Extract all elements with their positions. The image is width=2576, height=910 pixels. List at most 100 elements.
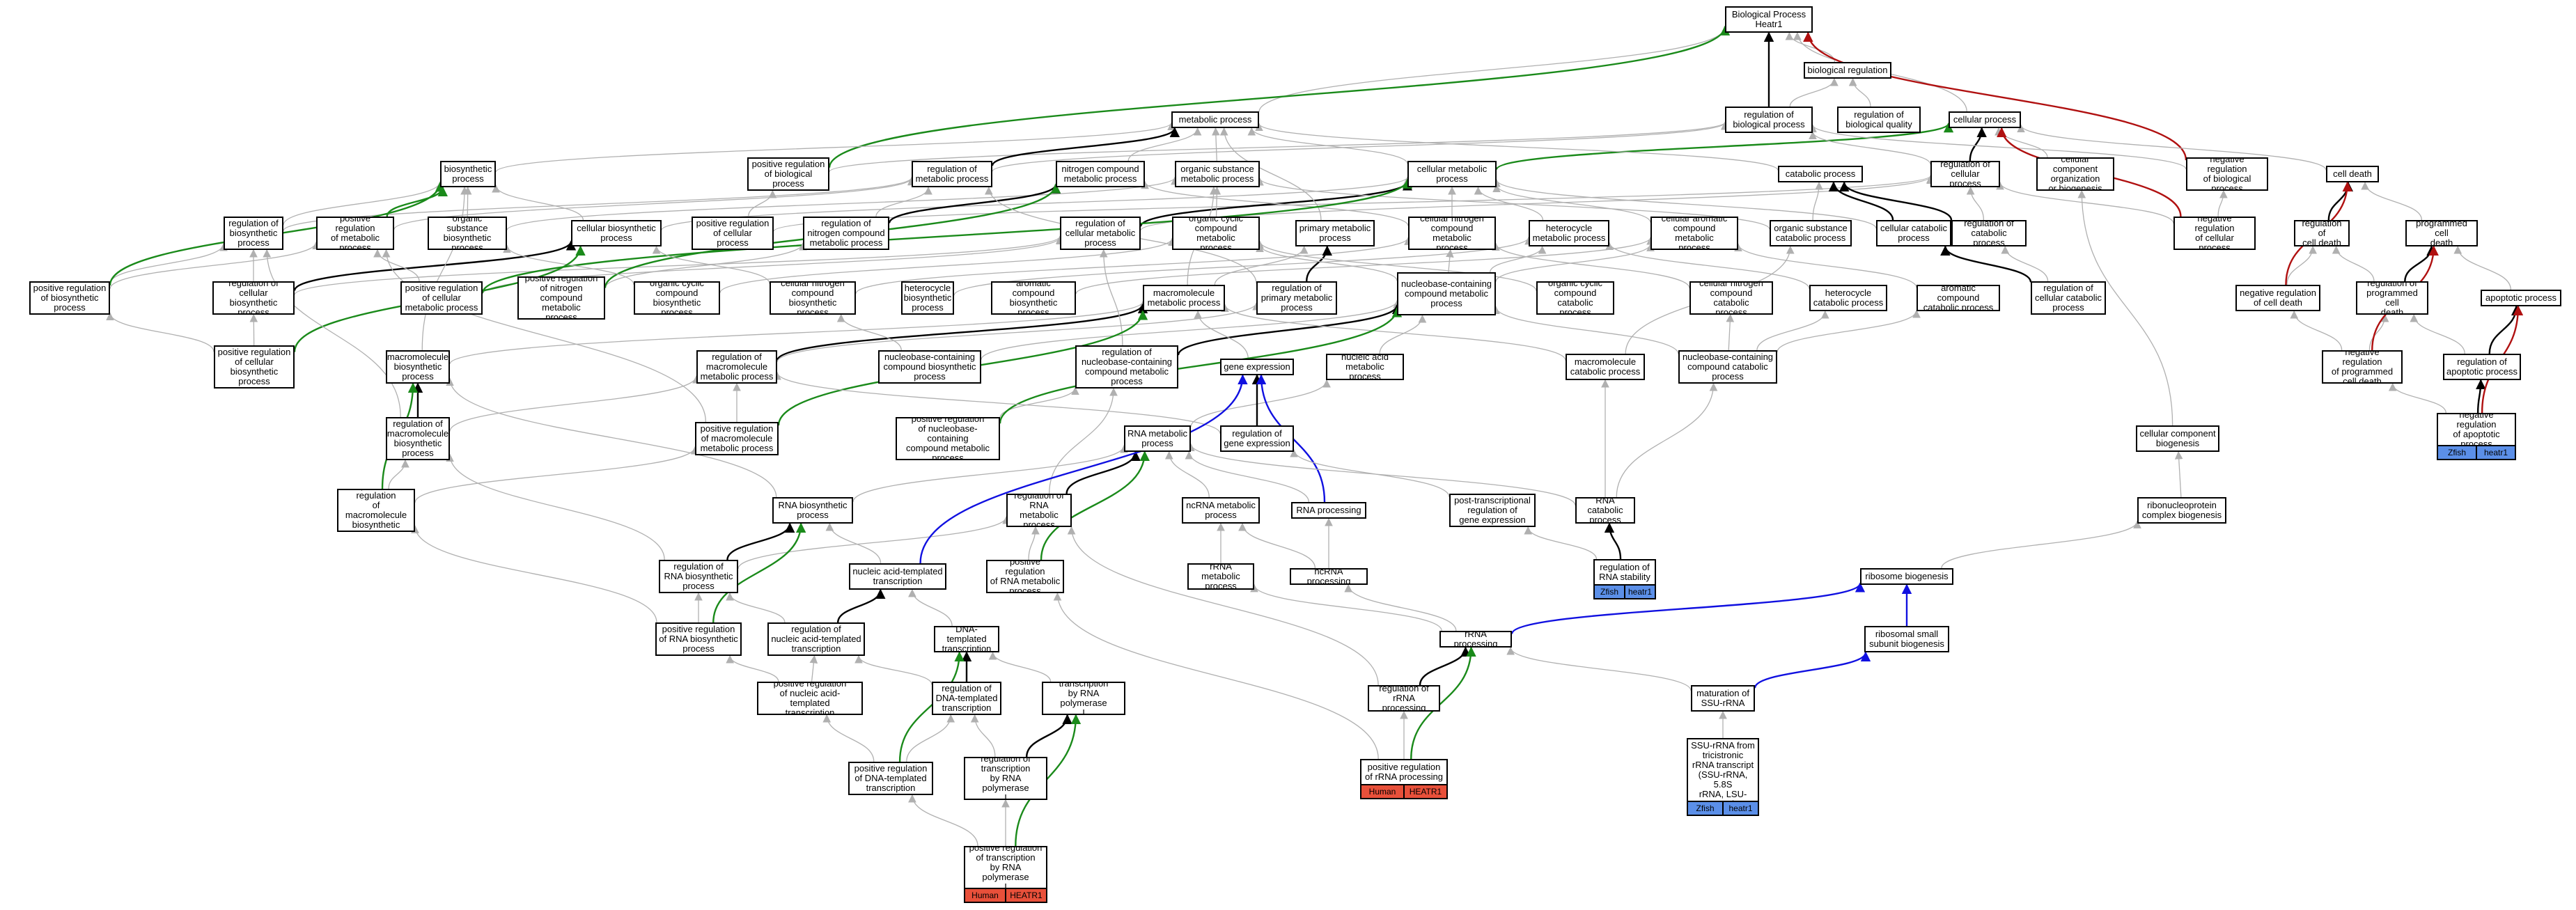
go-term-nucleic-acid-metabolic-process[interactable]: nucleic acid metabolic process (1326, 354, 1404, 380)
go-term-nucleic-acid-templated-transcription[interactable]: nucleic acid-templated transcription (849, 563, 946, 590)
go-term-biological-regulation[interactable]: biological regulation (1804, 62, 1891, 79)
go-term-regulation-of-cellular-metabolic-process[interactable]: regulation of cellular metabolic process (1060, 217, 1141, 250)
go-term-regulation-of-biological-process[interactable]: regulation of biological process (1725, 107, 1813, 133)
go-term-biosynthetic-process[interactable]: biosynthetic process (440, 161, 496, 187)
go-term-cellular-nitrogen-compound-biosynthetic-process[interactable]: cellular nitrogen compound biosynthetic … (770, 281, 856, 315)
go-term-positive-regulation-of-biological-process[interactable]: positive regulation of biological proces… (747, 157, 829, 191)
go-term-metabolic-process[interactable]: metabolic process (1171, 111, 1259, 128)
go-term-regulation-of-metabolic-process[interactable]: regulation of metabolic process (912, 161, 992, 187)
go-term-maturation-of-ssu-rrna[interactable]: maturation of SSU-rRNA (1691, 685, 1755, 712)
go-term-aromatic-compound-biosynthetic-process[interactable]: aromatic compound biosynthetic process (991, 281, 1076, 315)
go-term-catabolic-process[interactable]: catabolic process (1778, 166, 1863, 182)
go-term-regulation-of-cellular-catabolic-process[interactable]: regulation of cellular catabolic process (2031, 281, 2106, 315)
go-term-cell-death[interactable]: cell death (2326, 166, 2379, 182)
go-term-heterocycle-biosynthetic-process[interactable]: heterocycle biosynthetic process (901, 281, 954, 315)
go-term-cellular-nitrogen-compound-metabolic-process[interactable]: cellular nitrogen compound metabolic pro… (1408, 217, 1496, 250)
go-term-cellular-metabolic-process[interactable]: cellular metabolic process (1407, 161, 1497, 187)
go-term-negative-regulation-of-programmed-cell-death[interactable]: negative regulation of programmed cell d… (2322, 350, 2403, 384)
go-term-cellular-process[interactable]: cellular process (1949, 111, 2021, 128)
go-term-nitrogen-compound-metabolic-process[interactable]: nitrogen compound metabolic process (1056, 161, 1145, 187)
go-term-regulation-of-rna-metabolic-process[interactable]: regulation of RNA metabolic process (1006, 494, 1072, 527)
go-term-ribosome-biogenesis[interactable]: ribosome biogenesis (1860, 568, 1953, 585)
go-term-organic-substance-metabolic-process[interactable]: organic substance metabolic process (1175, 161, 1260, 187)
go-term-regulation-of-nitrogen-compound-metabolic-process[interactable]: regulation of nitrogen compound metaboli… (803, 217, 889, 250)
go-term-negative-regulation-of-cellular-process[interactable]: negative regulation of cellular process (2173, 217, 2256, 250)
go-term-nucleobase-containing-compound-biosynthetic-process[interactable]: nucleobase-containing compound biosynthe… (878, 350, 981, 384)
go-term-positive-regulation-of-biosynthetic-process[interactable]: positive regulation of biosynthetic proc… (29, 281, 110, 315)
go-term-organic-cyclic-compound-metabolic-process[interactable]: organic cyclic compound metabolic proces… (1172, 217, 1260, 250)
go-term-cellular-nitrogen-compound-catabolic-process[interactable]: cellular nitrogen compound catabolic pro… (1689, 281, 1773, 315)
go-term-ncrna-processing[interactable]: ncRNA processing (1290, 568, 1368, 585)
go-term-cellular-component-organization-or-biogenesis[interactable]: cellular component organization or bioge… (2036, 157, 2114, 191)
go-term-positive-regulation-of-cellular-biosynthetic-process[interactable]: positive regulation of cellular biosynth… (214, 345, 295, 389)
go-term-macromolecule-metabolic-process[interactable]: macromolecule metabolic process (1143, 285, 1225, 311)
go-term-regulation-of-cellular-biosynthetic-process[interactable]: regulation of cellular biosynthetic proc… (212, 281, 295, 315)
go-term-positive-regulation-of-nucleobase-containing-compound-metabolic-process[interactable]: positive regulation of nucleobase-contai… (896, 417, 1000, 460)
go-term-rna-metabolic-process[interactable]: RNA metabolic process (1124, 425, 1191, 452)
go-term-regulation-of-gene-expression[interactable]: regulation of gene expression (1220, 425, 1294, 452)
go-term-regulation-of-nucleic-acid-templated-transcription[interactable]: regulation of nucleic acid-templated tra… (767, 622, 865, 656)
go-term-nucleobase-containing-compound-metabolic-process[interactable]: nucleobase-containing compound metabolic… (1397, 272, 1496, 315)
go-term-cellular-aromatic-compound-metabolic-process[interactable]: cellular aromatic compound metabolic pro… (1650, 217, 1738, 250)
go-term-organic-substance-biosynthetic-process[interactable]: organic substance biosynthetic process (428, 217, 507, 250)
go-term-cellular-catabolic-process[interactable]: cellular catabolic process (1876, 220, 1951, 246)
go-term-aromatic-compound-catabolic-process[interactable]: aromatic compound catabolic process (1917, 285, 2000, 311)
go-term-regulation-of-rna-stability[interactable]: regulation of RNA stability (1593, 559, 1656, 586)
go-term-heterocycle-catabolic-process[interactable]: heterocycle catabolic process (1809, 285, 1887, 311)
go-term-regulation-of-macromolecule-biosynthetic-process[interactable]: regulation of macromolecule biosynthetic… (386, 417, 450, 460)
go-term-organic-cyclic-compound-biosynthetic-process[interactable]: organic cyclic compound biosynthetic pro… (634, 281, 720, 315)
go-term-macromolecule-catabolic-process[interactable]: macromolecule catabolic process (1566, 354, 1645, 380)
go-term-positive-regulation-of-nucleic-acid-templated-transcription[interactable]: positive regulation of nucleic acid-temp… (757, 682, 863, 715)
go-term-positive-regulation-of-rna-biosynthetic-process[interactable]: positive regulation of RNA biosynthetic … (655, 622, 742, 656)
go-term-regulation-of-catabolic-process[interactable]: regulation of catabolic process (1951, 220, 2027, 246)
go-term-positive-regulation-of-macromolecule-metabolic-process[interactable]: positive regulation of macromolecule met… (695, 422, 779, 455)
go-term-regulation-of-biological-quality[interactable]: regulation of biological quality (1837, 107, 1921, 133)
go-term-organic-cyclic-compound-catabolic-process[interactable]: organic cyclic compound catabolic proces… (1536, 281, 1614, 315)
go-term-maturation-of-ssu-rrna-from-tricistronic-rrna-transcript-ssu-rrna-5-8s-rrna-lsu-rrna[interactable]: maturation of SSU-rRNA from tricistronic… (1687, 738, 1759, 802)
go-term-positive-regulation-of-nitrogen-compound-metabolic-process[interactable]: positive regulation of nitrogen compound… (517, 276, 605, 320)
go-term-regulation-of-dna-templated-transcription[interactable]: regulation of DNA-templated transcriptio… (932, 682, 1001, 715)
go-term-regulation-of-cell-death[interactable]: regulation of cell death (2294, 220, 2350, 246)
go-term-ncrna-metabolic-process[interactable]: ncRNA metabolic process (1182, 497, 1260, 524)
go-term-cellular-biosynthetic-process[interactable]: cellular biosynthetic process (571, 220, 662, 246)
go-term-ribonucleoprotein-complex-biogenesis[interactable]: ribonucleoprotein complex biogenesis (2137, 497, 2226, 524)
go-term-regulation-of-apoptotic-process[interactable]: regulation of apoptotic process (2443, 354, 2521, 380)
go-term-negative-regulation-of-biological-process[interactable]: negative regulation of biological proces… (2186, 157, 2268, 191)
go-term-rna-catabolic-process[interactable]: RNA catabolic process (1575, 497, 1635, 524)
go-term-programmed-cell-death[interactable]: programmed cell death (2405, 220, 2478, 246)
go-term-positive-regulation-of-cellular-process[interactable]: positive regulation of cellular process (692, 217, 774, 250)
go-term-regulation-of-transcription-by-rna-polymerase-i[interactable]: regulation of transcription by RNA polym… (964, 757, 1047, 800)
go-term-ribosomal-small-subunit-biogenesis[interactable]: ribosomal small subunit biogenesis (1864, 626, 1949, 652)
go-term-regulation-of-macromolecule-metabolic-process[interactable]: regulation of macromolecule metabolic pr… (696, 350, 777, 384)
go-term-primary-metabolic-process[interactable]: primary metabolic process (1295, 220, 1375, 246)
go-term-post-transcriptional-regulation-of-gene-expression[interactable]: post-transcriptional regulation of gene … (1449, 494, 1536, 527)
go-term-dna-templated-transcription[interactable]: DNA-templated transcription (934, 626, 999, 652)
go-term-nucleobase-containing-compound-catabolic-process[interactable]: nucleobase-containing compound catabolic… (1678, 350, 1777, 384)
go-term-organic-substance-catabolic-process[interactable]: organic substance catabolic process (1770, 220, 1852, 246)
go-term-regulation-of-programmed-cell-death[interactable]: regulation of programmed cell death (2356, 281, 2428, 315)
go-term-positive-regulation-of-cellular-metabolic-process[interactable]: positive regulation of cellular metaboli… (400, 281, 483, 315)
go-term-biological-process-heatr1[interactable]: Biological Process Heatr1 (1725, 6, 1813, 33)
go-term-regulation-of-rrna-processing[interactable]: regulation of rRNA processing (1368, 685, 1440, 712)
go-term-positive-regulation-of-transcription-by-rna-polymerase-i[interactable]: positive regulation of transcription by … (964, 846, 1047, 889)
go-term-positive-regulation-of-dna-templated-transcription[interactable]: positive regulation of DNA-templated tra… (848, 762, 933, 795)
go-term-rrna-metabolic-process[interactable]: rRNA metabolic process (1187, 563, 1254, 590)
go-term-rrna-processing[interactable]: rRNA processing (1439, 631, 1512, 648)
go-term-negative-regulation-of-cell-death[interactable]: negative regulation of cell death (2235, 285, 2320, 311)
go-term-heterocycle-metabolic-process[interactable]: heterocycle metabolic process (1529, 220, 1609, 246)
go-term-positive-regulation-of-macromolecule-biosynthetic-process[interactable]: positive regulation of macromolecule bio… (337, 489, 415, 532)
go-term-apoptotic-process[interactable]: apoptotic process (2481, 290, 2561, 306)
go-term-cellular-component-biogenesis[interactable]: cellular component biogenesis (2136, 425, 2219, 452)
go-term-rna-biosynthetic-process[interactable]: RNA biosynthetic process (772, 497, 853, 524)
go-term-negative-regulation-of-apoptotic-process[interactable]: negative regulation of apoptotic process (2437, 413, 2516, 446)
go-term-macromolecule-biosynthetic-process[interactable]: macromolecule biosynthetic process (386, 350, 450, 384)
go-term-regulation-of-primary-metabolic-process[interactable]: regulation of primary metabolic process (1256, 281, 1337, 315)
go-term-positive-regulation-of-rna-metabolic-process[interactable]: positive regulation of RNA metabolic pro… (986, 560, 1064, 593)
go-term-regulation-of-biosynthetic-process[interactable]: regulation of biosynthetic process (224, 217, 283, 250)
go-term-rna-processing[interactable]: RNA processing (1291, 502, 1366, 519)
go-term-transcription-by-rna-polymerase-i[interactable]: transcription by RNA polymerase I (1042, 682, 1125, 715)
go-term-positive-regulation-of-metabolic-process[interactable]: positive regulation of metabolic process (316, 217, 394, 250)
go-term-regulation-of-cellular-process[interactable]: regulation of cellular process (1930, 161, 2000, 187)
go-term-positive-regulation-of-rrna-processing[interactable]: positive regulation of rRNA processing (1360, 759, 1448, 785)
go-term-gene-expression[interactable]: gene expression (1220, 359, 1294, 375)
